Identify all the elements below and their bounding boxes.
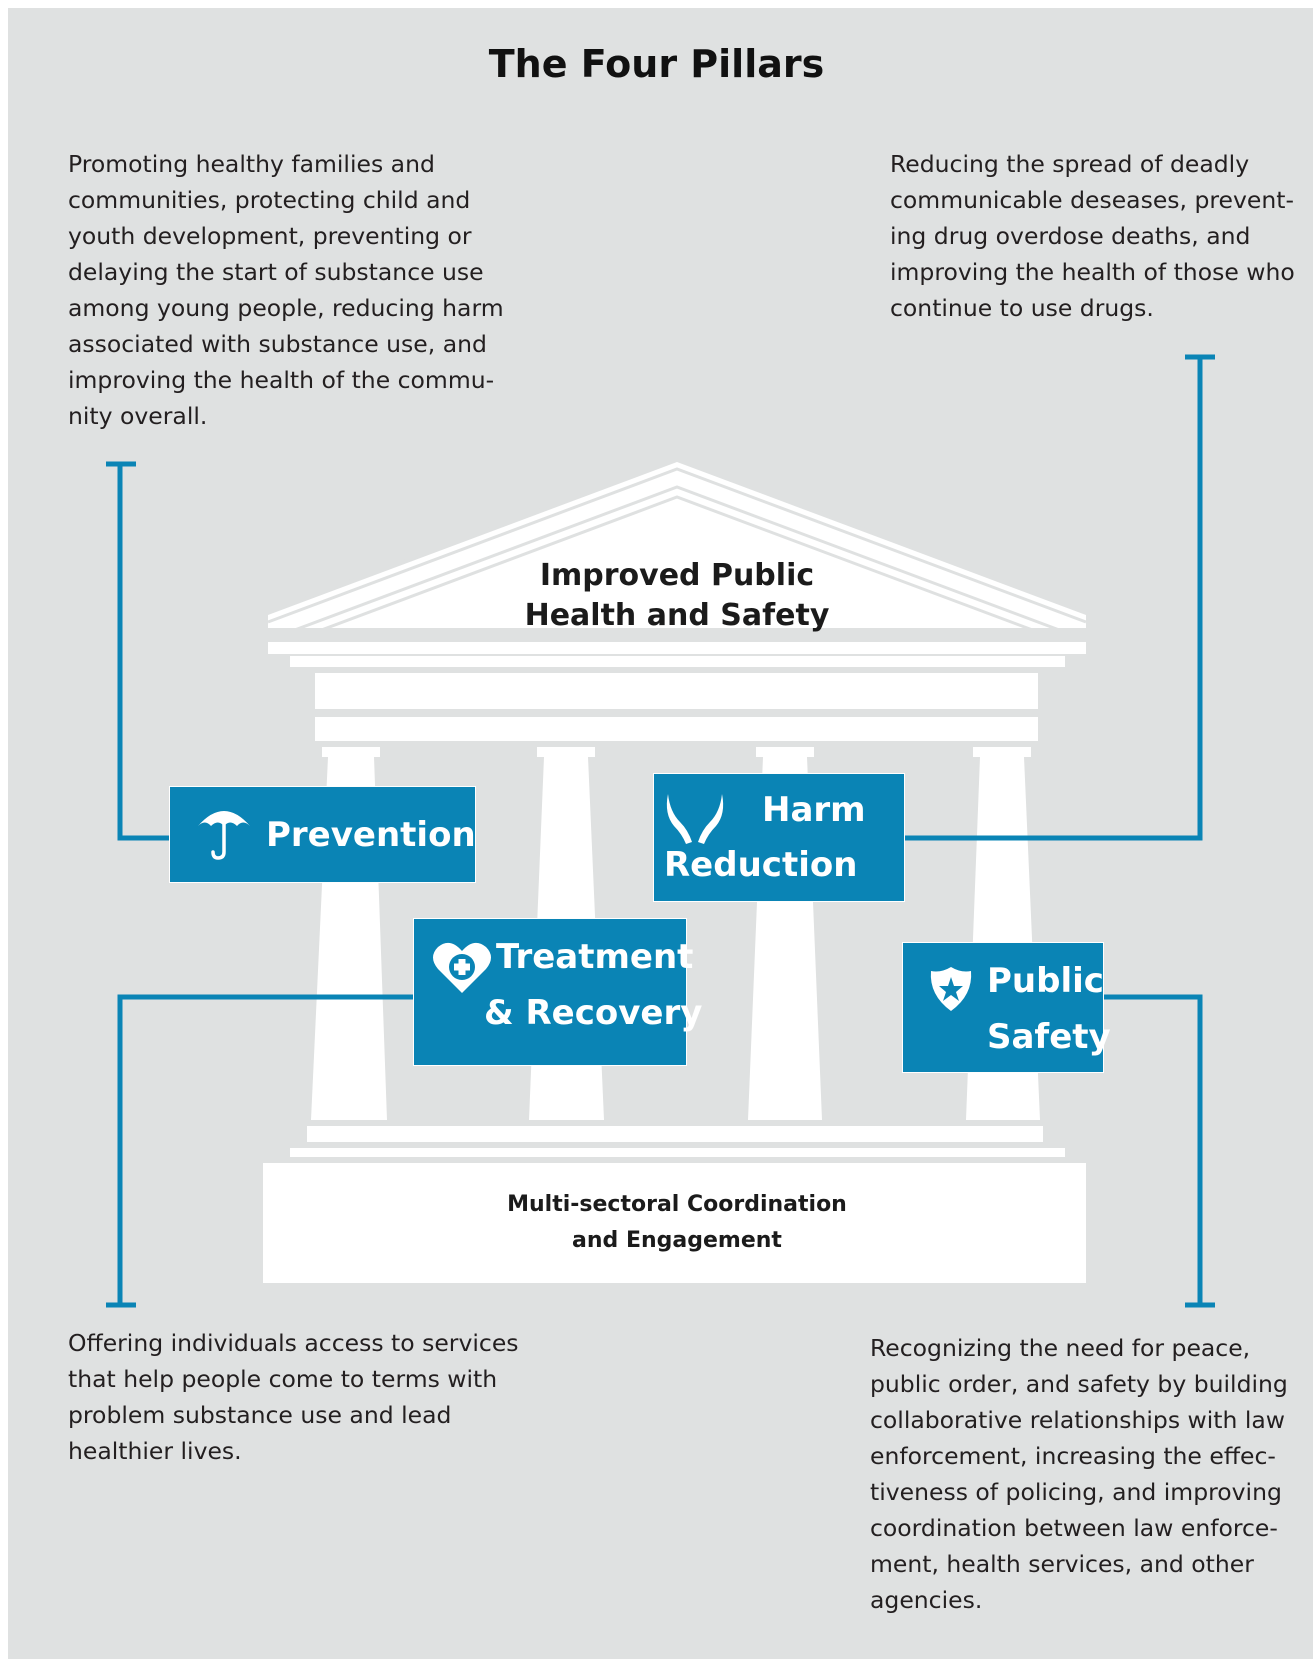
desc-line: improving the health of those who [890, 258, 1295, 286]
heart-cross-icon [432, 941, 492, 1004]
temple-roof [267, 457, 1087, 654]
desc-line: delaying the start of substance use [68, 258, 484, 286]
harm-reduction-label-line2: Reduction [664, 844, 858, 885]
desc-line: ment, health services, and other [870, 1550, 1254, 1578]
desc-line: communities, protecting child and [68, 186, 471, 214]
roof-label-line: Health and Safety [524, 598, 830, 633]
desc-line: Recognizing the need for peace, [870, 1334, 1251, 1362]
desc-line: healthier lives. [68, 1437, 242, 1465]
prevention-box: Prevention [169, 786, 476, 883]
harm-reduction-connector [904, 357, 1203, 841]
public-safety-label-line1: Public [987, 961, 1104, 1001]
desc-line: youth development, preventing or [68, 222, 472, 250]
roof-label-line: Improved Public [539, 558, 815, 593]
desc-line: Reducing the spread of deadly [890, 150, 1250, 178]
treatment-description: Offering individuals access to services … [68, 1325, 538, 1469]
base-label-line: and Engagement [572, 1228, 782, 1253]
desc-line: nity overall. [68, 402, 208, 430]
desc-line: Promoting healthy families and [68, 150, 435, 178]
desc-line: improving the health of the commu- [68, 366, 495, 394]
caring-hands-icon [664, 788, 726, 857]
desc-line: agencies. [870, 1586, 983, 1614]
desc-line: tiveness of policing, and improving [870, 1478, 1282, 1506]
harm-reduction-description: Reducing the spread of deadly communicab… [890, 146, 1310, 326]
harm-reduction-box: Harm Reduction [653, 773, 905, 902]
roof-label: Improved Public Health and Safety [470, 556, 884, 636]
public-safety-box: Public Safety [902, 942, 1111, 1073]
treatment-connector [117, 994, 413, 1305]
desc-line: continue to use drugs. [890, 294, 1154, 322]
treatment-label-line1: Treatment [496, 937, 694, 977]
public-safety-connector [1103, 994, 1203, 1305]
umbrella-icon [196, 800, 252, 869]
public-safety-description: Recognizing the need for peace, public o… [870, 1330, 1300, 1618]
prevention-connector [117, 464, 170, 841]
diagram-title: The Four Pillars [488, 42, 825, 86]
desc-line: public order, and safety by building [870, 1370, 1288, 1398]
base-label-line: Multi-sectoral Coordination [507, 1192, 847, 1217]
desc-line: collaborative relationships with law [870, 1406, 1286, 1434]
desc-line: problem substance use and lead [68, 1401, 452, 1429]
treatment-recovery-box: Treatment & Recovery [413, 918, 702, 1066]
temple-base [263, 1126, 1086, 1283]
desc-line: associated with substance use, and [68, 330, 487, 358]
desc-line: coordination between law enforce- [870, 1514, 1278, 1542]
desc-line: enforcement, increasing the effec- [870, 1442, 1276, 1470]
desc-line: Offering individuals access to services [68, 1329, 519, 1357]
harm-reduction-label-line1: Harm [762, 789, 866, 830]
base-label: Multi-sectoral Coordination and Engageme… [430, 1187, 924, 1259]
police-badge-icon [927, 965, 975, 1022]
public-safety-label-line2: Safety [987, 1017, 1111, 1057]
temple-entablature [290, 656, 1065, 741]
desc-line: among young people, reducing harm [68, 294, 504, 322]
connector-lines [106, 354, 1215, 1308]
desc-line: ing drug overdose deaths, and [890, 222, 1251, 250]
desc-line: that help people come to terms with [68, 1365, 498, 1393]
prevention-description: Promoting healthy families and communiti… [68, 146, 508, 434]
prevention-label: Prevention [266, 814, 476, 855]
desc-line: communicable deseases, prevent- [890, 186, 1294, 214]
treatment-label-line2: & Recovery [484, 993, 703, 1033]
